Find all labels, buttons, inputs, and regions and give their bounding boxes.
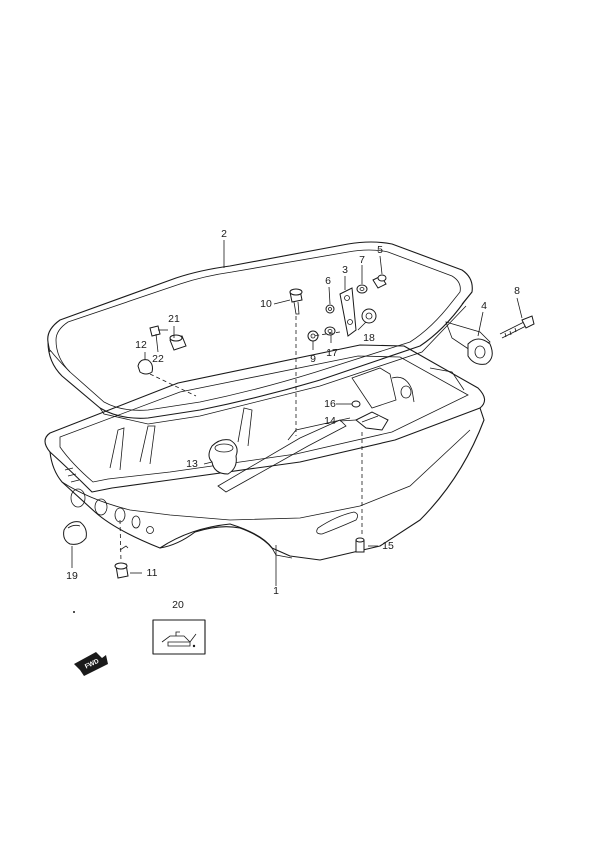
callout-9: 9 <box>310 353 316 365</box>
callout-6: 6 <box>325 275 331 287</box>
callout-12: 12 <box>135 339 147 351</box>
callout-18: 18 <box>363 332 375 344</box>
bolt-8 <box>499 315 535 339</box>
callout-16: 16 <box>324 398 336 410</box>
callout-10: 10 <box>260 298 272 310</box>
callout-8: 8 <box>514 285 520 297</box>
callout-21: 21 <box>168 313 180 325</box>
callout-1: 1 <box>273 585 279 597</box>
bracket-3 <box>339 287 357 337</box>
screw-5 <box>372 274 387 289</box>
callout-17: 17 <box>326 347 338 359</box>
callout-14: 14 <box>324 415 336 427</box>
callout-15: 15 <box>382 540 394 552</box>
cap-19 <box>63 521 87 545</box>
lower-cover <box>44 344 486 561</box>
nut-9 <box>307 330 319 342</box>
grommet-13 <box>208 439 238 475</box>
oil-can-icon <box>161 631 197 648</box>
callout-13: 13 <box>186 458 198 470</box>
callout-5: 5 <box>377 244 383 256</box>
cap-21 <box>169 334 187 351</box>
callout-4: 4 <box>481 300 487 312</box>
callout-19: 19 <box>66 570 78 582</box>
stray-dot <box>73 611 75 613</box>
clip-14 <box>355 411 389 431</box>
callout-11: 11 <box>147 567 158 579</box>
leader-lines <box>71 240 523 586</box>
callout-7: 7 <box>359 254 365 266</box>
screw-22 <box>149 325 168 337</box>
nut-12 <box>137 359 153 375</box>
oil-label <box>152 619 206 655</box>
callout-22: 22 <box>152 353 164 365</box>
rear-bracket-4 <box>445 321 493 365</box>
plug-11 <box>114 562 129 579</box>
screw-10 <box>289 288 303 315</box>
cover-seal <box>47 241 473 425</box>
callout-20: 20 <box>172 599 184 611</box>
callout-2: 2 <box>221 228 227 240</box>
screw-16 <box>351 400 361 408</box>
washer-7 <box>356 284 368 294</box>
grommet-18 <box>361 308 377 324</box>
fwd-arrow: FWD <box>74 652 108 676</box>
assembly-lines <box>119 316 363 563</box>
screw-15 <box>355 537 365 553</box>
bolt-6 <box>325 304 335 314</box>
callout-3: 3 <box>342 264 348 276</box>
callouts: 1 2 3 4 5 6 7 8 9 10 11 12 13 14 15 16 1… <box>66 228 520 611</box>
